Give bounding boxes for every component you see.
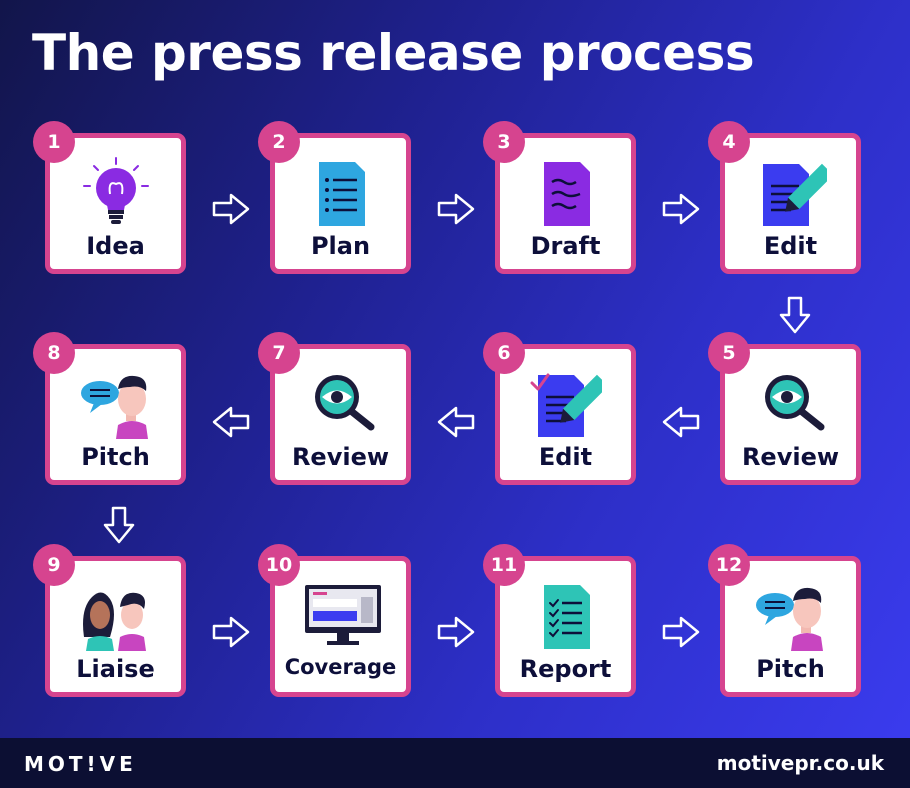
arrow-right-icon [212,193,250,225]
step-label: Review [741,443,840,471]
step-card-1: 1 Idea [33,121,186,274]
step-number-badge: 9 [33,544,75,586]
step-label: Draft [530,232,601,260]
arrow-right-icon [437,193,475,225]
step-number-badge: 12 [708,544,750,586]
arrow-right-icon [437,616,475,648]
page-title: The press release process [32,24,755,82]
arrow-down-icon [779,296,811,334]
magnifier-eye-icon [305,367,377,439]
person-speech-icon [80,374,149,439]
step-label: Edit [538,443,593,471]
step-label: Review [291,443,390,471]
step-number-badge: 3 [483,121,525,163]
arrow-right-icon [662,193,700,225]
step-number-badge: 6 [483,332,525,374]
step-number-badge: 11 [483,544,525,586]
checklist-document-icon [544,585,590,649]
footer-bar: MOT!VE motivepr.co.uk [0,738,910,788]
arrow-down-icon [103,506,135,544]
step-card-4: 4 Edit [708,121,861,274]
step-label: Pitch [756,655,825,683]
step-card-11: 11 Report [483,544,636,697]
step-number-badge: 4 [708,121,750,163]
step-label: Coverage [284,655,397,679]
step-card-7: 7 Review [258,332,411,485]
magnifier-eye-icon [755,367,827,439]
arrow-left-icon [662,406,700,438]
arrow-right-icon [212,616,250,648]
step-number-badge: 8 [33,332,75,374]
arrow-left-icon [437,406,475,438]
step-card-9: 9 Liaise [33,544,186,697]
step-number-badge: 2 [258,121,300,163]
step-card-2: 2 Plan [258,121,411,274]
step-label: Plan [310,232,371,260]
step-card-6: 6 Edit [483,332,636,485]
step-label: Liaise [76,655,155,683]
two-people-icon [83,592,146,651]
step-number-badge: 5 [708,332,750,374]
arrow-right-icon [662,616,700,648]
arrow-left-icon [212,406,250,438]
brand-logo: MOT!VE [24,752,137,776]
monitor-icon [305,585,381,645]
person-speech-icon [755,586,824,651]
website-link[interactable]: motivepr.co.uk [716,751,884,775]
step-number-badge: 1 [33,121,75,163]
step-number-badge: 10 [258,544,300,586]
step-card-3: 3 Draft [483,121,636,274]
step-number-badge: 7 [258,332,300,374]
step-card-12: 12 Pitch [708,544,861,697]
lightbulb-icon [83,157,149,224]
step-card-8: 8 Pitch [33,332,186,485]
step-label: Pitch [81,443,150,471]
step-label: Report [519,655,612,683]
step-label: Edit [763,232,818,260]
step-card-5: 5 Review [708,332,861,485]
step-card-10: 10 Coverage [258,544,411,697]
edit-checked-icon [530,373,602,439]
step-label: Idea [86,232,145,260]
document-list-icon [319,162,365,226]
draft-document-icon [544,162,590,226]
edit-document-icon [761,162,827,228]
